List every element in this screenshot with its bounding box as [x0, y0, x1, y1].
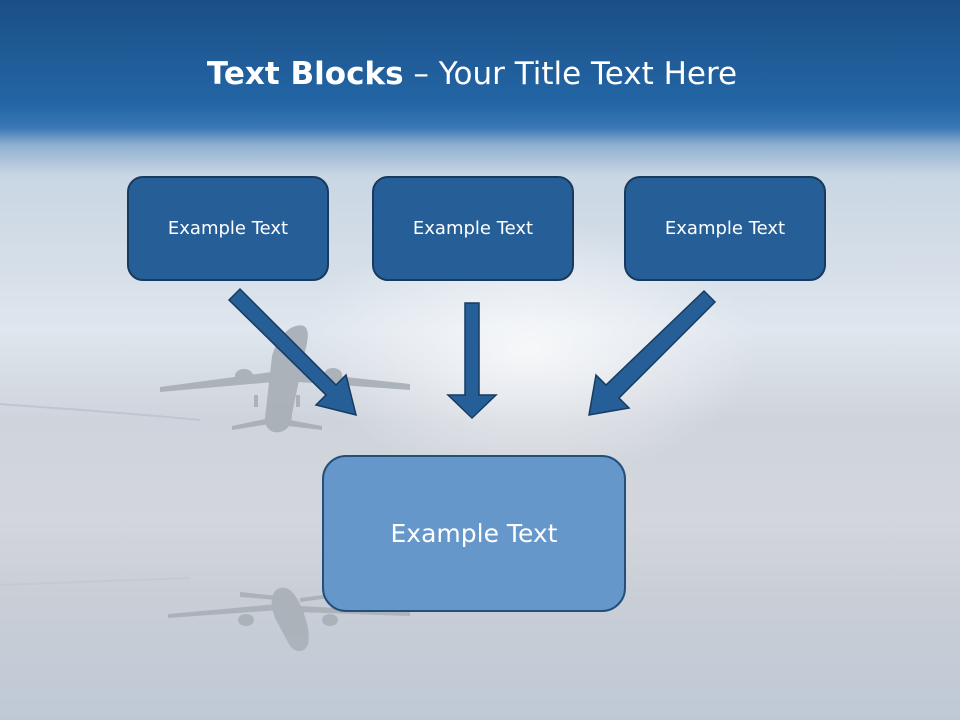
airplane-reflection-icon [168, 587, 410, 652]
text-block-3[interactable]: Example Text [624, 176, 826, 281]
arrow-down-right-icon [227, 287, 358, 417]
text-block-1[interactable]: Example Text [127, 176, 329, 281]
target-text-block[interactable]: Example Text [322, 455, 626, 612]
title-rest: Your Title Text Here [438, 56, 738, 92]
text-block-2[interactable]: Example Text [372, 176, 574, 281]
arrow-down-left-icon [588, 289, 717, 416]
target-text-block-label: Example Text [390, 519, 558, 548]
title-dash: – [403, 56, 439, 92]
arrow-down-icon [446, 302, 498, 420]
text-block-1-label: Example Text [167, 218, 289, 239]
text-block-2-label: Example Text [412, 218, 534, 239]
text-block-3-label: Example Text [664, 218, 786, 239]
page-title: Text Blocks – Your Title Text Here [0, 52, 944, 96]
title-bold: Text Blocks [206, 56, 404, 92]
